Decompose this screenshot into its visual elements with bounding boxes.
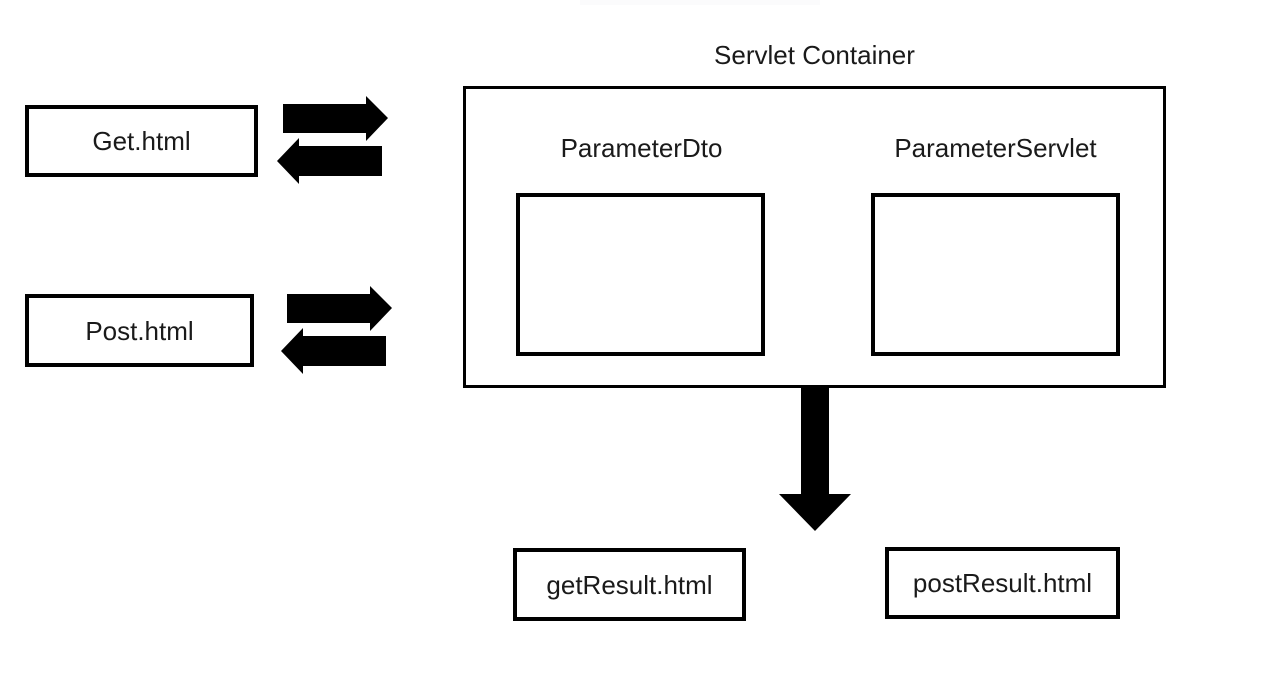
connector-get-bidirectional (277, 96, 388, 184)
arrow-right-icon (283, 96, 388, 141)
node-get-result-html-label: getResult.html (546, 569, 713, 600)
connector-container-output (779, 388, 851, 531)
servlet-container-title: Servlet Container (714, 40, 915, 70)
component-parameter-servlet-label: ParameterServlet (894, 133, 1097, 163)
arrow-left-icon (281, 328, 386, 374)
arrow-down-icon (779, 388, 851, 531)
component-parameter-dto-label: ParameterDto (560, 133, 723, 163)
node-post-result-html-label: postResult.html (912, 568, 1093, 598)
arrow-left-icon (277, 138, 382, 184)
node-get-result-html[interactable]: getResult.html (513, 548, 746, 621)
top-edge-artifact (580, 0, 820, 5)
node-post-html-label: Post.html (85, 315, 194, 346)
node-get-html-label: Get.html (92, 126, 191, 156)
servlet-container-box: ParameterDto ParameterServlet (463, 86, 1166, 388)
connector-post-bidirectional (281, 286, 392, 374)
node-post-result-html[interactable]: postResult.html (885, 547, 1120, 619)
node-get-html[interactable]: Get.html (25, 105, 258, 177)
component-parameter-dto-box[interactable] (516, 193, 765, 356)
node-post-html[interactable]: Post.html (25, 294, 254, 367)
component-parameter-servlet-box[interactable] (871, 193, 1120, 356)
arrow-right-icon (287, 286, 392, 331)
